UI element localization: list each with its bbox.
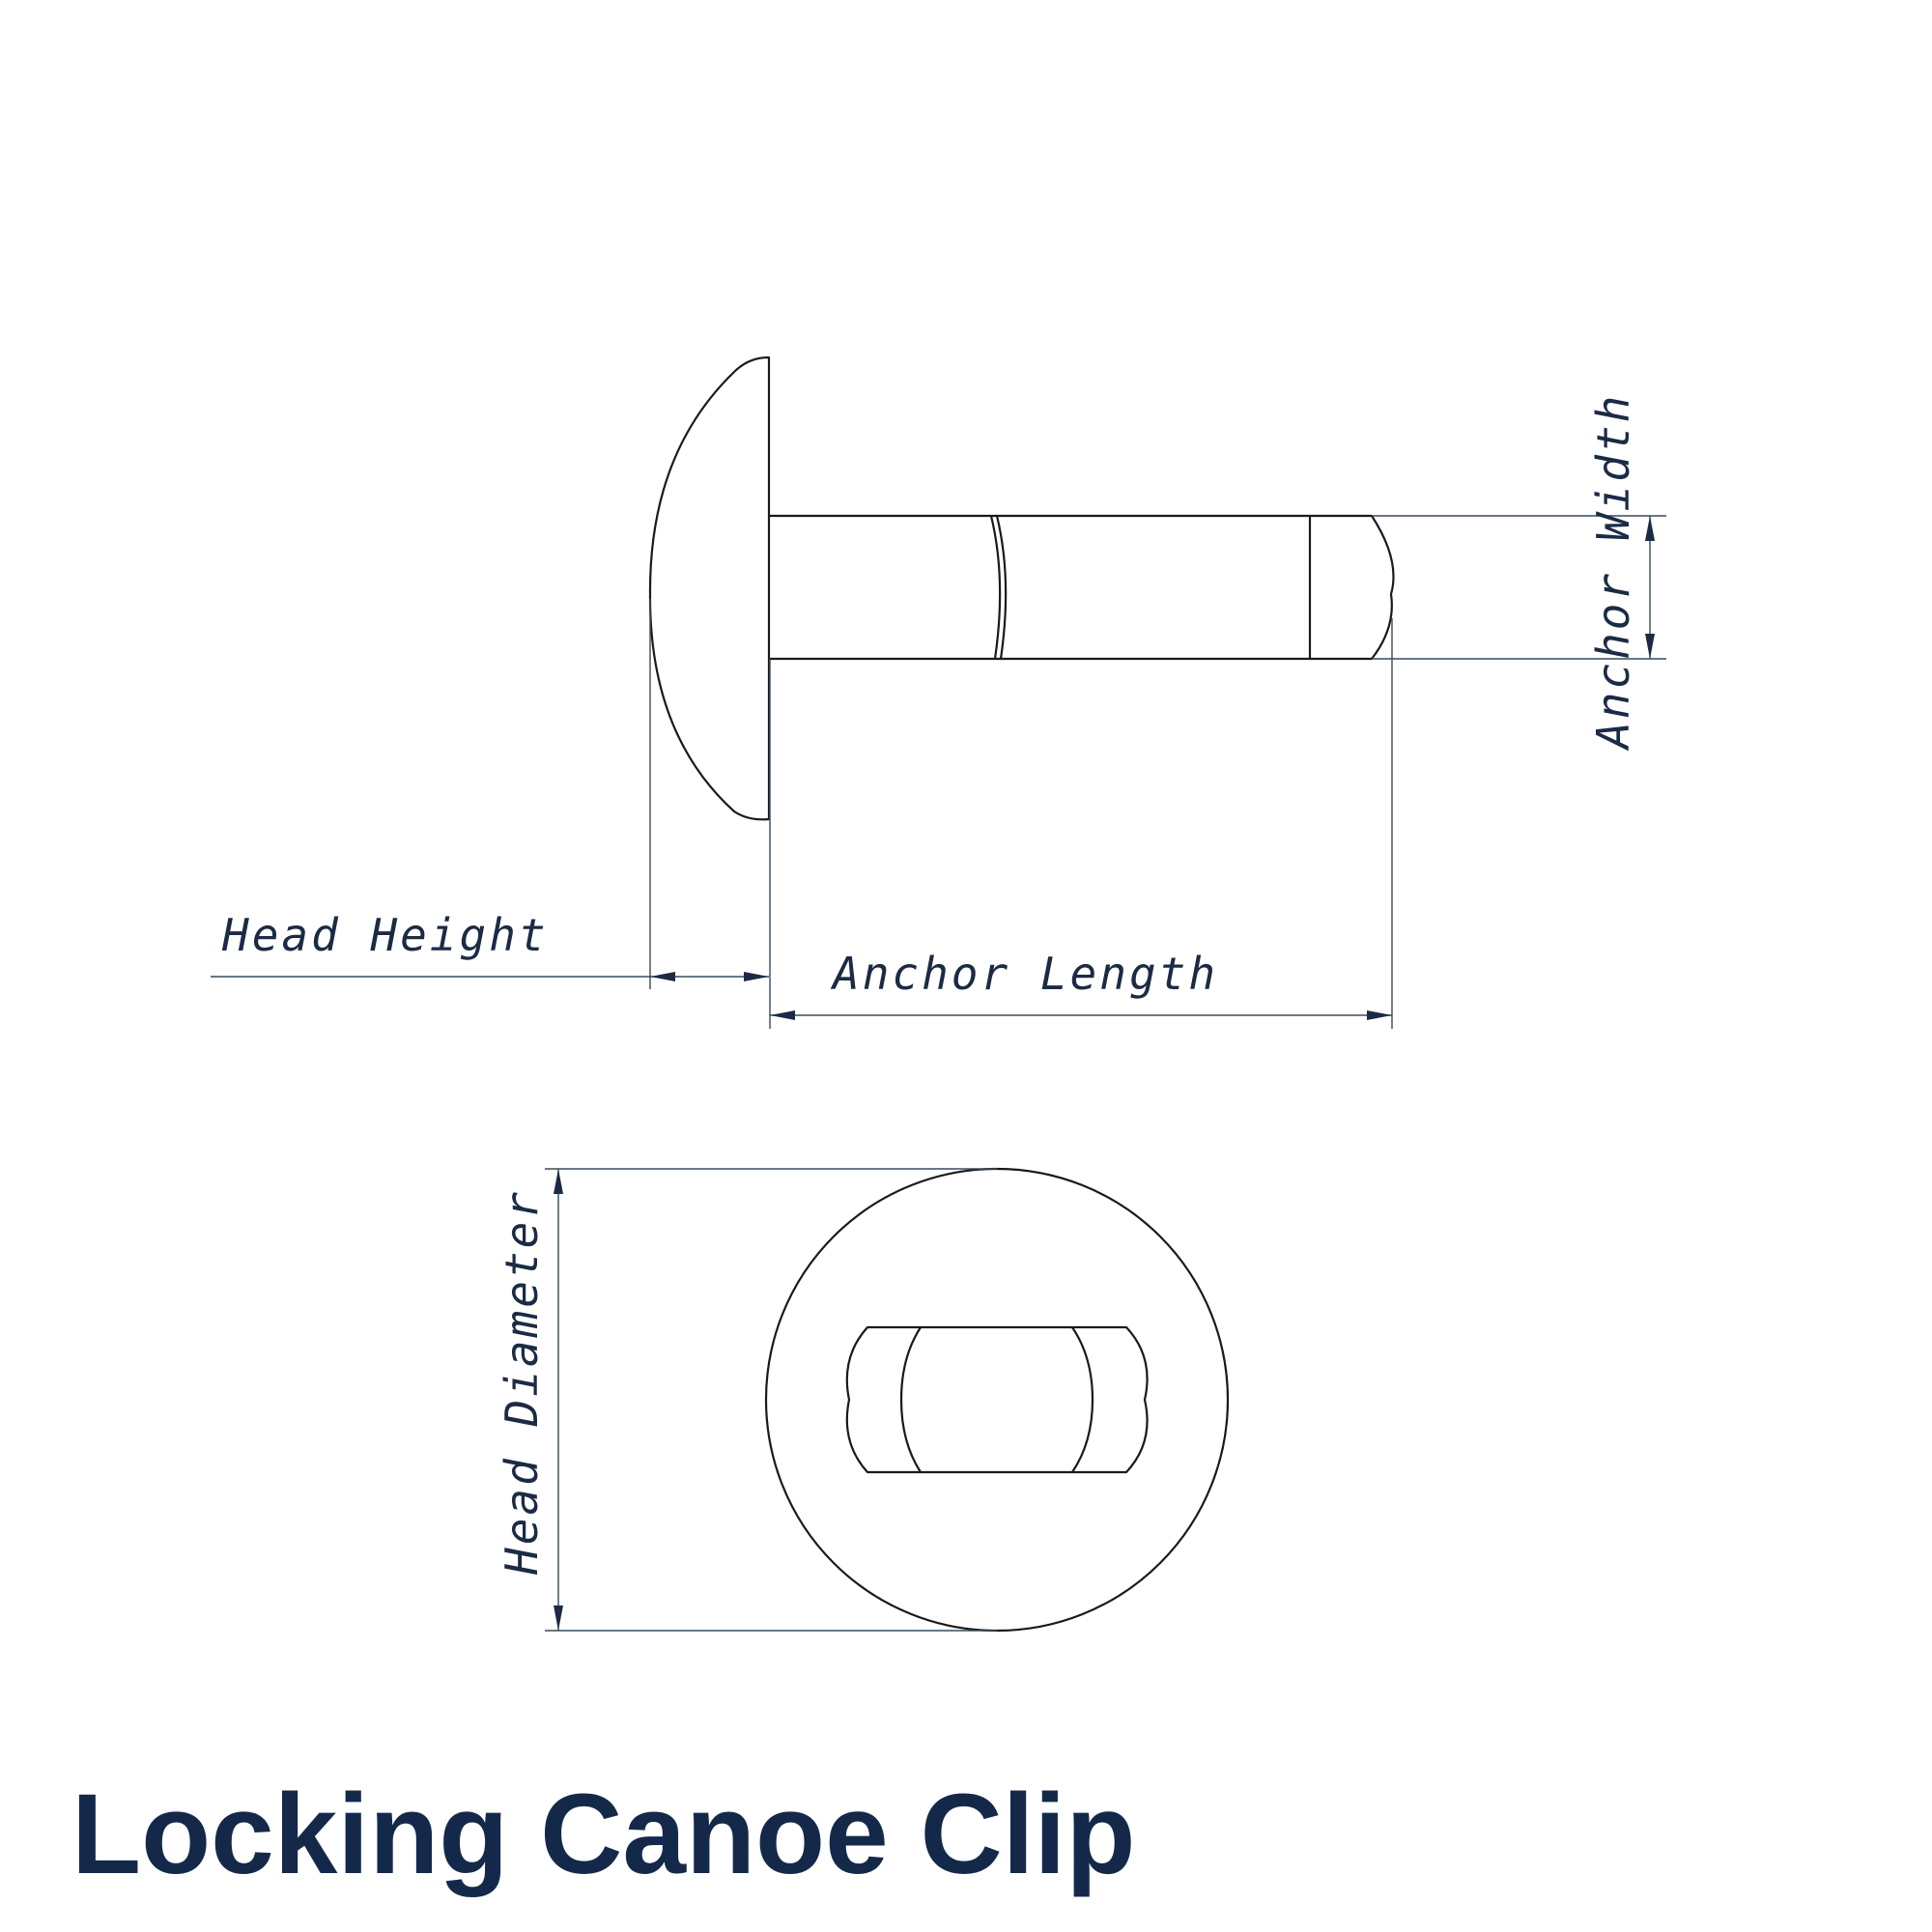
anchor-length-arrow-right [1367,1010,1392,1020]
top-view [764,1167,1230,1633]
head-diameter-arrow-top [554,1169,563,1194]
head-profile [648,355,771,821]
head-height-arrow-right [744,972,769,981]
anchor-length-label: Anchor Length [830,948,1218,1000]
shaft-groove-1 [989,515,1002,660]
page-title: Locking Canoe Clip [71,1771,1136,1898]
anchor-width-arrow-bottom [1645,634,1655,659]
head-diameter-dimension: Head Diameter [496,1168,997,1632]
anchor-length-dimension: Anchor Length [769,618,1393,1029]
shaft-groove-2 [995,515,1008,660]
head-outline [764,1167,1230,1633]
anchor-width-arrow-top [1645,516,1655,541]
head-height-label: Head Height [221,909,549,961]
head-diameter-arrow-bottom [554,1605,563,1631]
anchor-width-dimension: Anchor Width [1372,393,1666,752]
anchor-slot-outline [845,1325,1149,1474]
anchor-shaft [770,514,1395,661]
head-diameter-label: Head Diameter [496,1189,548,1576]
anchor-slot-curve-left [899,1326,922,1473]
head-height-dimension: Head Height [211,599,769,989]
side-view [648,355,1395,821]
anchor-slot-curve-right [1071,1326,1094,1473]
anchor-width-label: Anchor Width [1587,393,1639,752]
head-height-arrow-left [650,972,675,981]
anchor-length-arrow-left [770,1010,795,1020]
